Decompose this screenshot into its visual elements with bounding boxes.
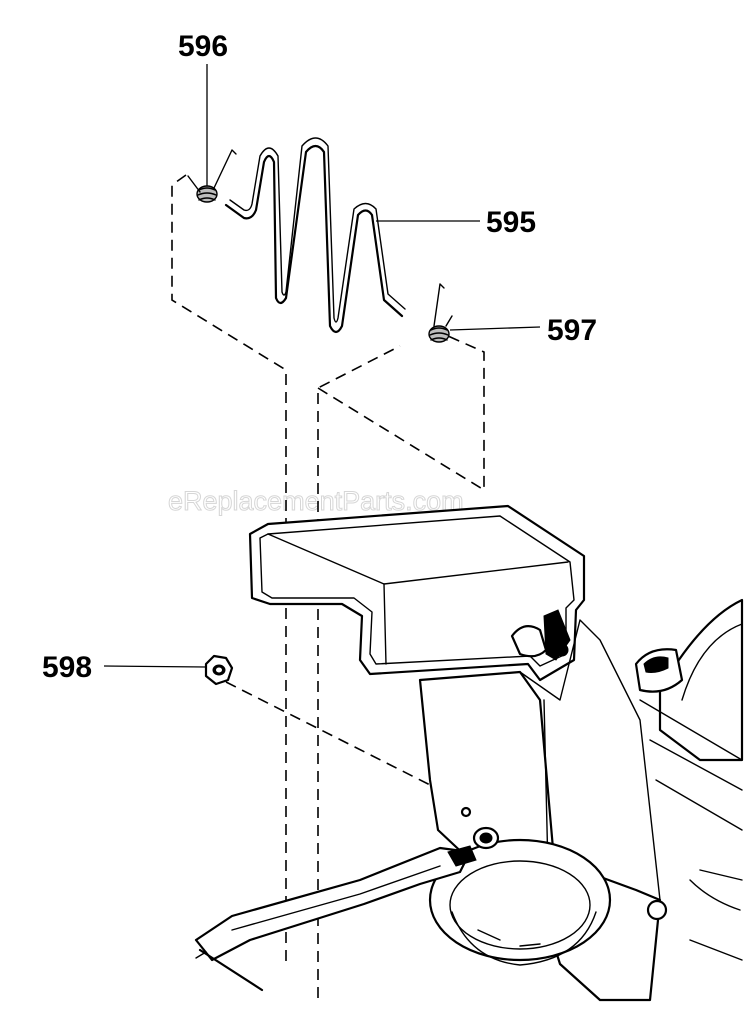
watermark: eReplacementParts.com xyxy=(168,486,464,516)
part-597-torsion-spring xyxy=(428,283,453,343)
part-598-flange-nut xyxy=(204,654,234,686)
dashed-guides xyxy=(171,174,485,998)
part-596-torsion-spring xyxy=(187,149,237,203)
part-595-deflector-wire xyxy=(224,137,406,334)
leader-lines xyxy=(103,64,541,668)
callout-597: 597 xyxy=(547,314,597,347)
chute-assembly xyxy=(194,504,744,1002)
callout-595: 595 xyxy=(486,206,536,239)
callout-598: 598 xyxy=(42,651,92,684)
callout-596: 596 xyxy=(178,30,228,63)
callout-labels: 596 595 597 598 xyxy=(42,30,597,684)
